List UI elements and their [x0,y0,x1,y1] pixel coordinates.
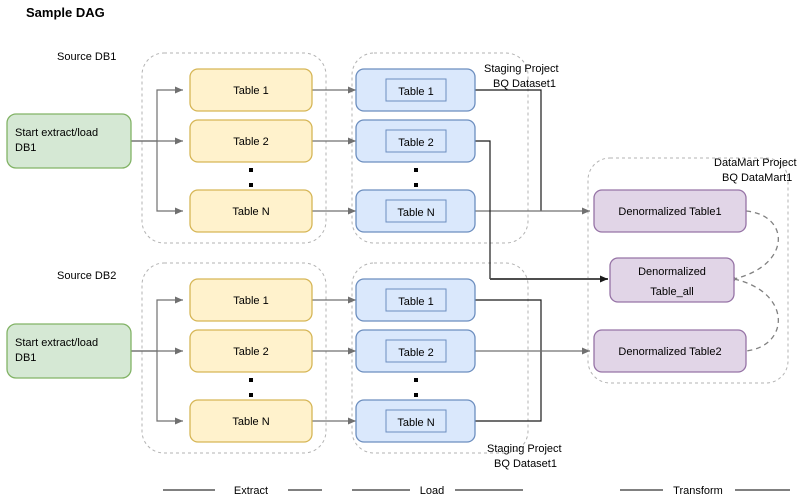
node-load-top-table2-label: Table 2 [398,137,433,149]
node-denormalized-table1[interactable]: Denormalized Table1 [593,189,747,233]
label-staging-bottom-line1: Staging Project [487,443,562,455]
page-title: Sample DAG [26,5,105,20]
node-load-top-tablen-label: Table N [397,207,434,219]
node-extract-top-table2-label: Table 2 [233,136,268,148]
phase-extract: Extract [163,485,322,497]
label-source-db2: Source DB2 [57,270,116,282]
ellipsis-dot [249,168,253,172]
node-load-bottom-table2-label: Table 2 [398,347,433,359]
label-datamart-line2: BQ DataMart1 [722,172,792,184]
node-extract-bottom-table1[interactable]: Table 1 [189,278,313,322]
ellipsis-dot [414,168,418,172]
node-extract-bottom-table1-label: Table 1 [233,295,268,307]
node-load-top-table1[interactable]: Table 1 [355,68,476,112]
node-load-top-tablen[interactable]: Table N [355,189,476,233]
node-denormalized-table-all[interactable]: Denormalized Table_all [609,257,735,303]
node-load-top-table1-label: Table 1 [398,86,433,98]
node-denormalized-table-all-line1: Denormalized [638,266,706,278]
phase-transform: Transform [620,485,790,497]
node-load-top-table2[interactable]: Table 2 [355,119,476,163]
node-extract-bottom-table2-label: Table 2 [233,346,268,358]
label-staging-bottom-line2: BQ Dataset1 [494,458,557,470]
edge-start2-to-bottom-tablen [156,351,183,425]
edge-load-bottom-bus [475,299,542,422]
node-extract-bottom-tablen[interactable]: Table N [189,399,313,443]
node-load-bottom-table1[interactable]: Table 1 [355,278,476,322]
group-box-source-db1 [141,52,327,244]
node-extract-top-table2[interactable]: Table 2 [189,119,313,163]
label-staging-top-line2: BQ Dataset1 [493,78,556,90]
node-load-bottom-tablen[interactable]: Table N [355,399,476,443]
ellipsis-dot [249,393,253,397]
edge-denorm1-to-tableall-dashed [733,210,779,280]
node-extract-top-table1-label: Table 1 [233,85,268,97]
node-denormalized-table2-label: Denormalized Table2 [618,346,721,358]
node-start-extract-load-db1-top[interactable]: Start extract/load DB1 [6,113,132,169]
edge-start1-to-top-tablen [156,141,183,215]
group-box-datamart [587,157,789,384]
node-extract-top-table1[interactable]: Table 1 [189,68,313,112]
group-box-staging-bottom [351,262,529,454]
ellipsis-dot [414,183,418,187]
phase-extract-label: Extract [234,485,268,497]
node-start-bottom-line2: DB1 [15,352,36,364]
group-box-staging-top [351,52,529,244]
node-start-top-line1: Start extract/load [15,127,98,139]
node-extract-top-tablen-label: Table N [232,206,269,218]
node-denormalized-table1-label: Denormalized Table1 [618,206,721,218]
node-extract-top-tablen[interactable]: Table N [189,189,313,233]
edge-load-top2-to-tableall-bus [475,140,491,279]
phase-load: Load [352,485,523,497]
node-extract-bottom-table2[interactable]: Table 2 [189,329,313,373]
node-denormalized-table-all-line2: Table_all [650,286,693,298]
phase-load-label: Load [420,485,444,497]
group-box-source-db2 [141,262,327,454]
ellipsis-dot [414,378,418,382]
node-load-bottom-table2[interactable]: Table 2 [355,329,476,373]
ellipsis-dot [414,393,418,397]
edge-denorm2-to-tableall-dashed [733,278,779,352]
node-start-extract-load-db1-bottom[interactable]: Start extract/load DB1 [6,323,132,379]
ellipsis-dot [249,378,253,382]
edge-start2-to-bottom-table1 [131,296,183,352]
node-load-bottom-table1-label: Table 1 [398,296,433,308]
phase-transform-label: Transform [673,485,723,497]
edge-start1-to-top-table1 [131,86,183,142]
edge-load-top1-bus [475,89,542,211]
node-denormalized-table2[interactable]: Denormalized Table2 [593,329,747,373]
node-start-bottom-line1: Start extract/load [15,337,98,349]
node-start-top-line2: DB1 [15,142,36,154]
ellipsis-dot [249,183,253,187]
node-extract-bottom-tablen-label: Table N [232,416,269,428]
label-staging-top-line1: Staging Project [484,63,559,75]
label-source-db1: Source DB1 [57,51,116,63]
label-datamart-line1: DataMart Project [714,157,797,169]
node-load-bottom-tablen-label: Table N [397,417,434,429]
